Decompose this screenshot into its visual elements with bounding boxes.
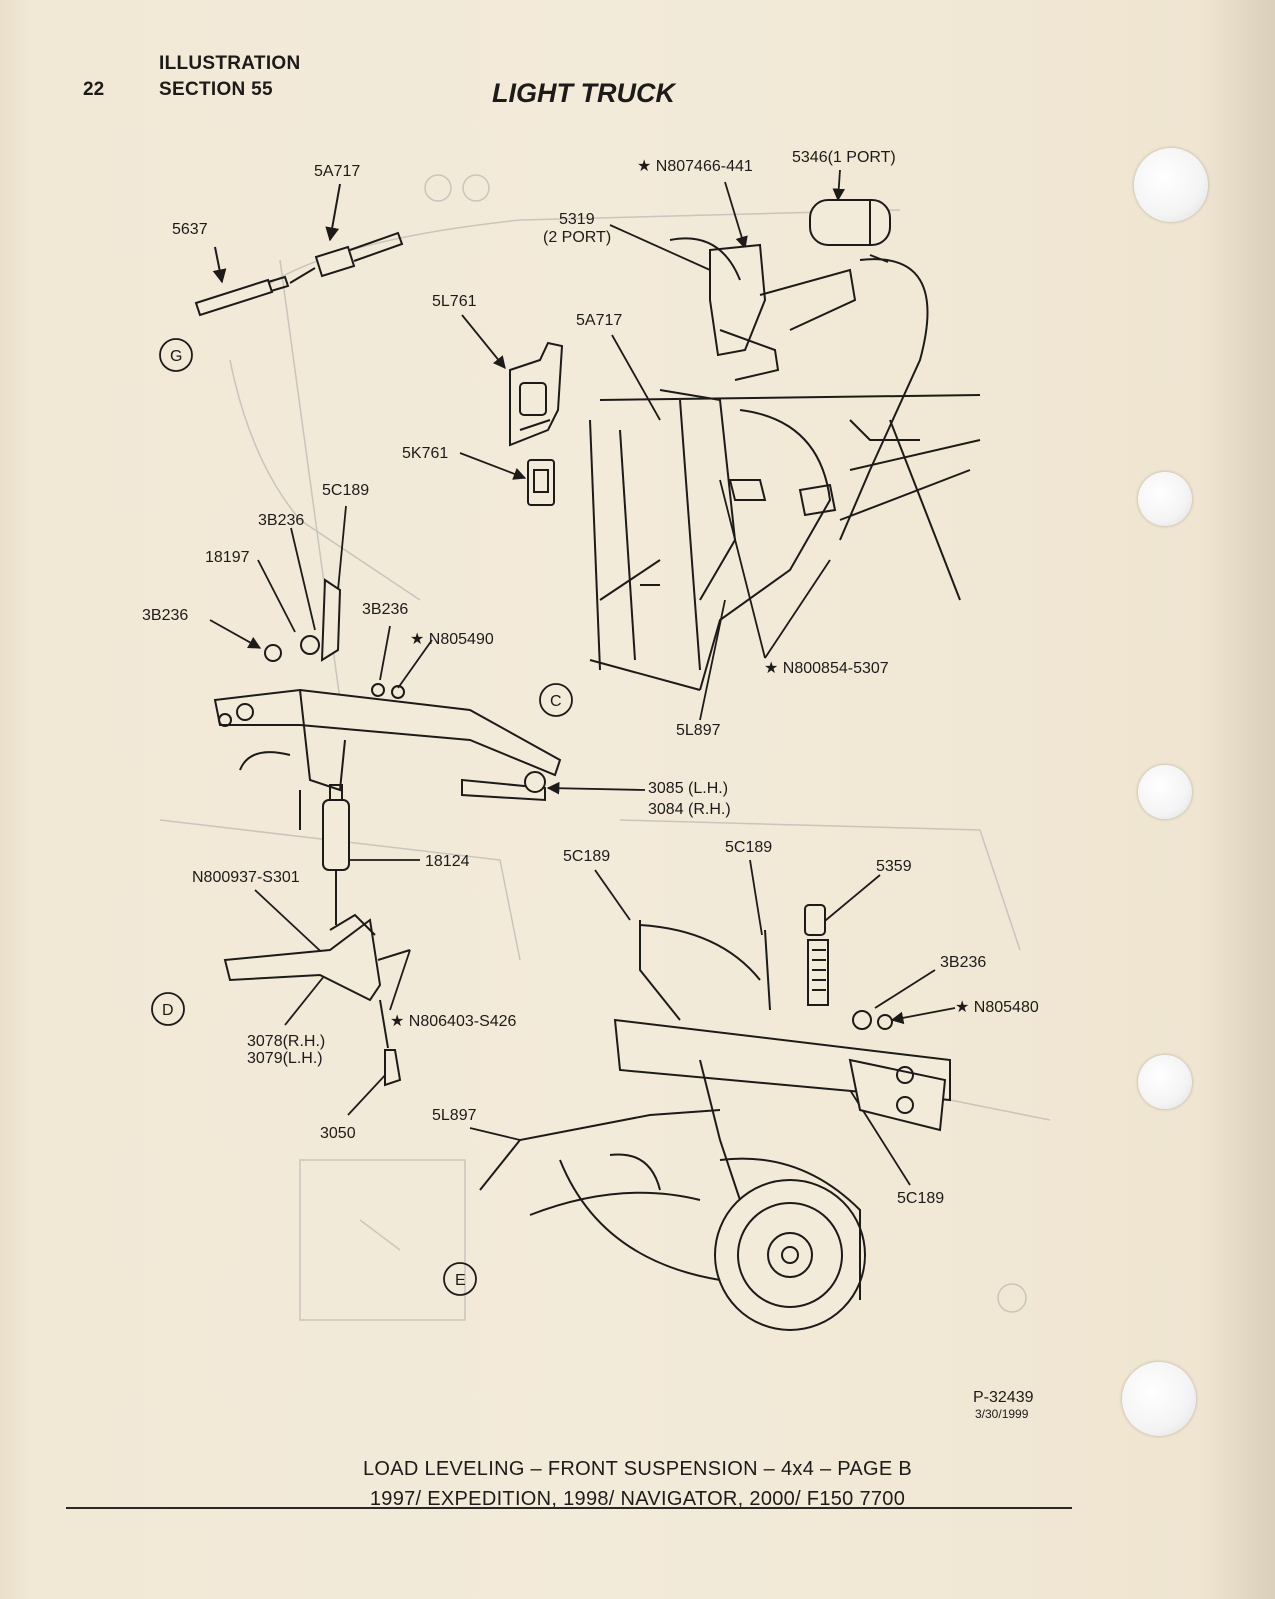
page-title: LIGHT TRUCK [492,78,675,108]
part-label: ★ N806403-S426 [390,1013,517,1030]
part-label: ★ N807466-441 [637,158,753,175]
part-label: 5L897 [676,722,721,739]
part-label: 3085 (L.H.) [648,780,728,797]
part-label: N800937-S301 [192,869,300,886]
view-letter-c: C [550,693,562,710]
part-label: 3084 (R.H.) [648,801,731,818]
part-label: 5C189 [725,839,772,856]
part-label: 5L761 [432,293,477,310]
reference-date: 3/30/1999 [975,1407,1029,1421]
part-label: 18124 [425,853,470,870]
part-label: 3050 [320,1125,356,1142]
part-label: 3B236 [142,607,188,624]
part-label: 3B236 [258,512,304,529]
part-label: 5346(1 PORT) [792,149,896,166]
view-e-wheel-assembly [479,904,951,1331]
view-letter-e: E [455,1272,466,1289]
part-label: (2 PORT) [543,229,611,246]
view-marker-e [443,1262,477,1296]
binder-hole [1134,148,1208,222]
binder-hole [1138,1055,1192,1109]
view-marker-g [159,338,193,372]
binder-hole [1138,472,1192,526]
part-label: 3B236 [940,954,986,971]
part-label: 5L897 [432,1107,477,1124]
binder-hole [1122,1362,1196,1436]
view-markers [151,338,573,1296]
figure-caption-line1: LOAD LEVELING – FRONT SUSPENSION – 4x4 –… [362,1458,913,1480]
part-label: 5C189 [897,1190,944,1207]
reference-number: P-32439 [973,1389,1034,1406]
part-label: 5C189 [563,848,610,865]
part-label: 5359 [876,858,912,875]
part-label: 3078(R.H.) [247,1033,325,1050]
part-label: 3B236 [362,601,408,618]
part-label: ★ N805480 [955,999,1039,1016]
view-letter-g: G [170,348,182,365]
part-label: ★ N800854-5307 [764,660,889,677]
part-label: 3079(L.H.) [247,1050,323,1067]
page-number: 22 [83,79,105,100]
height-sensor [509,341,564,506]
view-marker-d [151,992,185,1026]
section-label-line1: ILLUSTRATION [159,53,301,74]
view-d-axle-shock [213,578,562,1087]
part-label: 5A717 [314,163,360,180]
view-g-tubing [194,183,404,317]
view-c-compressor-frame [589,199,981,691]
bleed-through-drawing [159,174,1051,1321]
view-letter-d: D [162,1002,174,1019]
figure-caption-line2: 1997/ EXPEDITION, 1998/ NAVIGATOR, 2000/… [369,1488,906,1510]
binder-hole [1138,765,1192,819]
view-marker-c [539,683,573,717]
section-label-line2: SECTION 55 [159,79,273,100]
part-label: 5K761 [402,445,448,462]
part-label: 18197 [205,549,250,566]
leader-lines [209,169,956,1186]
part-label: 5A717 [576,312,622,329]
part-label: ★ N805490 [410,631,494,648]
part-label: 5319 [559,211,595,228]
part-label: 5637 [172,221,208,238]
part-label: 5C189 [322,482,369,499]
bottom-rule [66,1507,1072,1509]
